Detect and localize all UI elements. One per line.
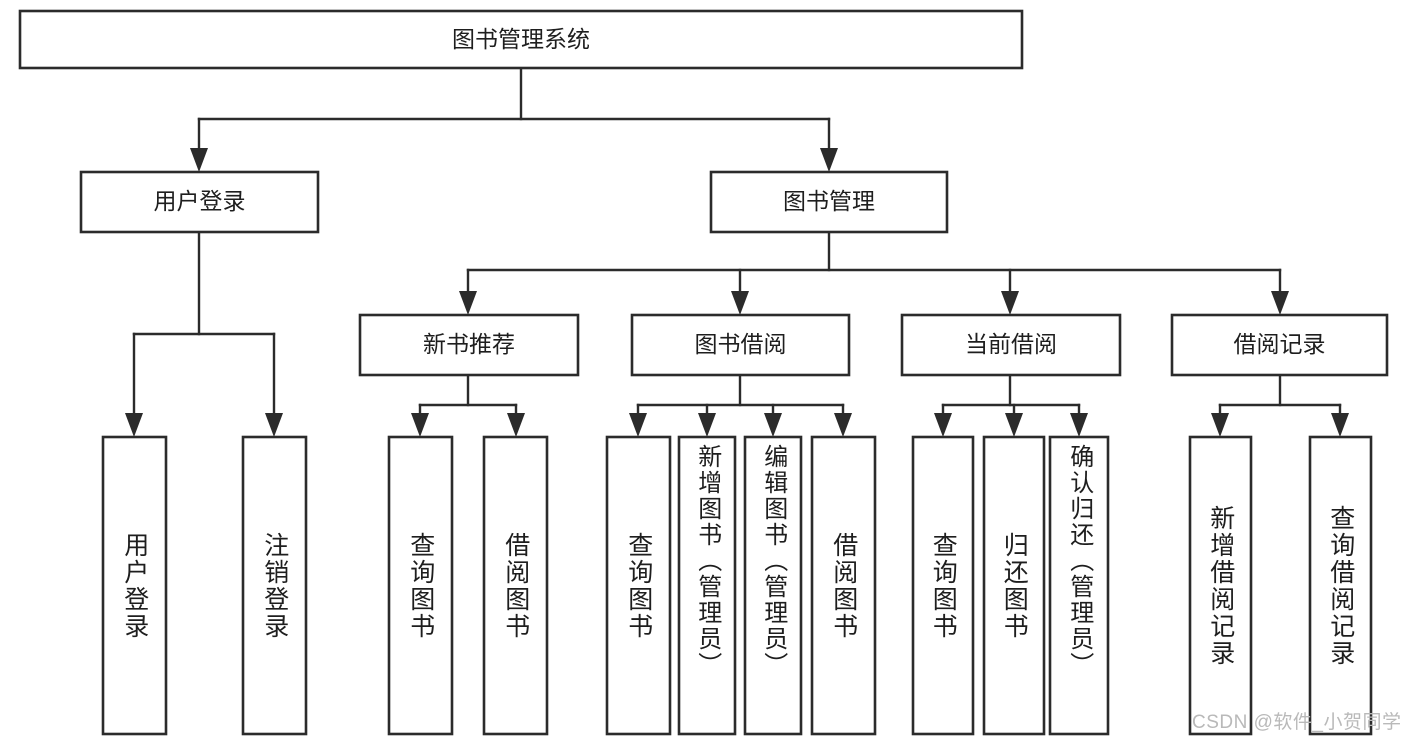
arrow-head-icon <box>125 413 143 437</box>
arrow-head-icon <box>1005 413 1023 437</box>
arrow-head-icon <box>629 413 647 437</box>
node-box-user-login[interactable] <box>79 170 320 234</box>
connector-new-book-rec-children <box>411 373 525 437</box>
node-borrow-record[interactable]: 借阅记录 <box>1170 313 1389 377</box>
node-box-query-book-1[interactable] <box>387 435 454 736</box>
arrow-head-icon <box>411 413 429 437</box>
node-box-book-borrow[interactable] <box>630 313 851 377</box>
arrow-head-icon <box>698 413 716 437</box>
arrow-head-icon <box>1001 291 1019 315</box>
node-box-current-borrow[interactable] <box>900 313 1122 377</box>
node-box-borrow-book-1[interactable] <box>482 435 549 736</box>
node-box-root[interactable] <box>18 9 1024 70</box>
node-box-user-login-do[interactable] <box>101 435 168 736</box>
node-box-confirm-return[interactable] <box>1048 435 1110 736</box>
node-book-borrow[interactable]: 图书借阅 <box>630 313 851 377</box>
node-new-book-rec[interactable]: 新书推荐 <box>358 313 580 377</box>
connector-book-borrow-children <box>629 373 852 437</box>
node-box-query-borrow-record[interactable] <box>1308 435 1373 736</box>
node-label-book-borrow: 图书借阅 <box>695 331 787 357</box>
arrow-head-icon <box>190 148 208 172</box>
node-box-new-book-rec[interactable] <box>358 313 580 377</box>
node-box-edit-book[interactable] <box>743 435 803 736</box>
arrow-head-icon <box>1211 413 1229 437</box>
arrow-head-icon <box>1070 413 1088 437</box>
arrow-head-icon <box>459 291 477 315</box>
connector-user-login-children <box>125 230 283 437</box>
node-label-book-manage: 图书管理 <box>783 188 875 214</box>
arrow-head-icon <box>507 413 525 437</box>
arrow-head-icon <box>1271 291 1289 315</box>
node-box-query-book-2[interactable] <box>605 435 672 736</box>
arrow-head-icon <box>820 148 838 172</box>
node-label-root: 图书管理系统 <box>452 26 590 52</box>
arrow-head-icon <box>764 413 782 437</box>
arrow-head-icon <box>731 291 749 315</box>
arrow-head-icon <box>1331 413 1349 437</box>
watermark-text: CSDN @软件_小贺同学 <box>1192 712 1402 733</box>
node-user-login[interactable]: 用户登录 <box>79 170 320 234</box>
node-box-book-manage[interactable] <box>709 170 949 234</box>
arrow-head-icon <box>834 413 852 437</box>
arrow-head-icon <box>934 413 952 437</box>
node-label-new-book-rec: 新书推荐 <box>423 331 515 357</box>
node-current-borrow[interactable]: 当前借阅 <box>900 313 1122 377</box>
node-root[interactable]: 图书管理系统 <box>18 9 1024 70</box>
connector-root-to-level2 <box>190 66 838 172</box>
node-book-manage[interactable]: 图书管理 <box>709 170 949 234</box>
node-box-borrow-record[interactable] <box>1170 313 1389 377</box>
node-box-borrow-book-2[interactable] <box>810 435 877 736</box>
node-label-current-borrow: 当前借阅 <box>965 331 1057 357</box>
connector-book-manage-children <box>459 230 1289 315</box>
node-label-borrow-record: 借阅记录 <box>1234 331 1326 357</box>
node-box-query-book-3[interactable] <box>911 435 975 736</box>
node-box-user-logout[interactable] <box>241 435 308 736</box>
node-box-add-book[interactable] <box>677 435 737 736</box>
node-label-user-login: 用户登录 <box>154 188 246 214</box>
connector-current-borrow-children <box>934 373 1088 437</box>
node-box-return-book[interactable] <box>982 435 1046 736</box>
connector-borrow-record-children <box>1211 373 1349 437</box>
arrow-head-icon <box>265 413 283 437</box>
node-box-add-borrow-record[interactable] <box>1188 435 1253 736</box>
